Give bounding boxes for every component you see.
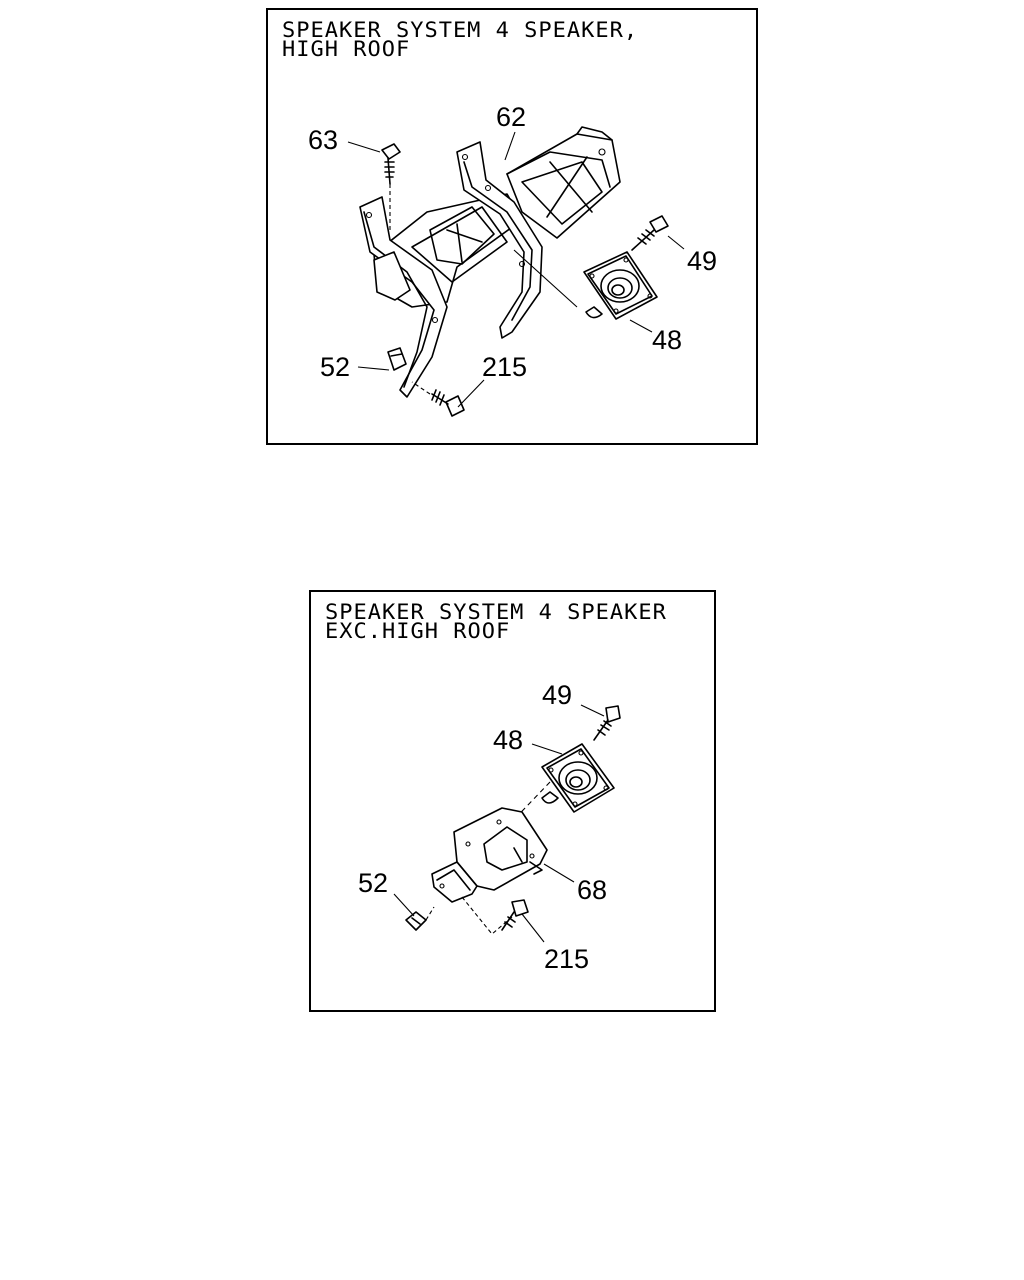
bracket-62-drawing: [506, 126, 621, 239]
callout-48: 48: [652, 325, 682, 355]
diagram-title: SPEAKER SYSTEM 4 SPEAKER, HIGH ROOF: [282, 19, 639, 62]
callout-52: 52: [320, 352, 350, 382]
screw-63-drawing: [381, 143, 401, 232]
callout-215: 215: [482, 352, 527, 382]
diagram-title-line2: HIGH ROOF: [282, 38, 411, 62]
callout-49: 49: [687, 246, 717, 276]
exploded-view-high-roof: 63 62 49 48 52 215: [308, 102, 717, 417]
clip-52-drawing: [387, 347, 407, 371]
bolt-215-drawing: [501, 899, 529, 931]
bolt-215-drawing: [411, 381, 465, 417]
diagram-title-line1: SPEAKER SYSTEM 4 SPEAKER: [325, 601, 667, 625]
diagram-panel-high-roof: SPEAKER SYSTEM 4 SPEAKER, HIGH ROOF: [266, 8, 758, 445]
diagram-title-line1: SPEAKER SYSTEM 4 SPEAKER,: [282, 19, 639, 43]
callout-52: 52: [358, 868, 388, 898]
callout-215: 215: [544, 944, 589, 974]
screw-49-drawing: [631, 215, 669, 251]
diagram-panel-exc-high-roof: SPEAKER SYSTEM 4 SPEAKER EXC.HIGH ROOF: [309, 590, 716, 1012]
main-bracket-drawing: [359, 141, 543, 398]
diagram-title-line2: EXC.HIGH ROOF: [325, 620, 511, 644]
callout-48: 48: [493, 725, 523, 755]
callout-62: 62: [496, 102, 526, 132]
screw-49-drawing: [593, 705, 621, 741]
exploded-view-exc-high-roof: 49 48 68 52 215: [358, 680, 621, 974]
callout-68: 68: [577, 875, 607, 905]
speaker-48-drawing: [513, 249, 658, 320]
clip-52-drawing: [405, 906, 435, 931]
callout-49: 49: [542, 680, 572, 710]
callout-63: 63: [308, 125, 338, 155]
diagram-title: SPEAKER SYSTEM 4 SPEAKER EXC.HIGH ROOF: [325, 601, 667, 644]
bracket-68-drawing: [431, 807, 548, 935]
